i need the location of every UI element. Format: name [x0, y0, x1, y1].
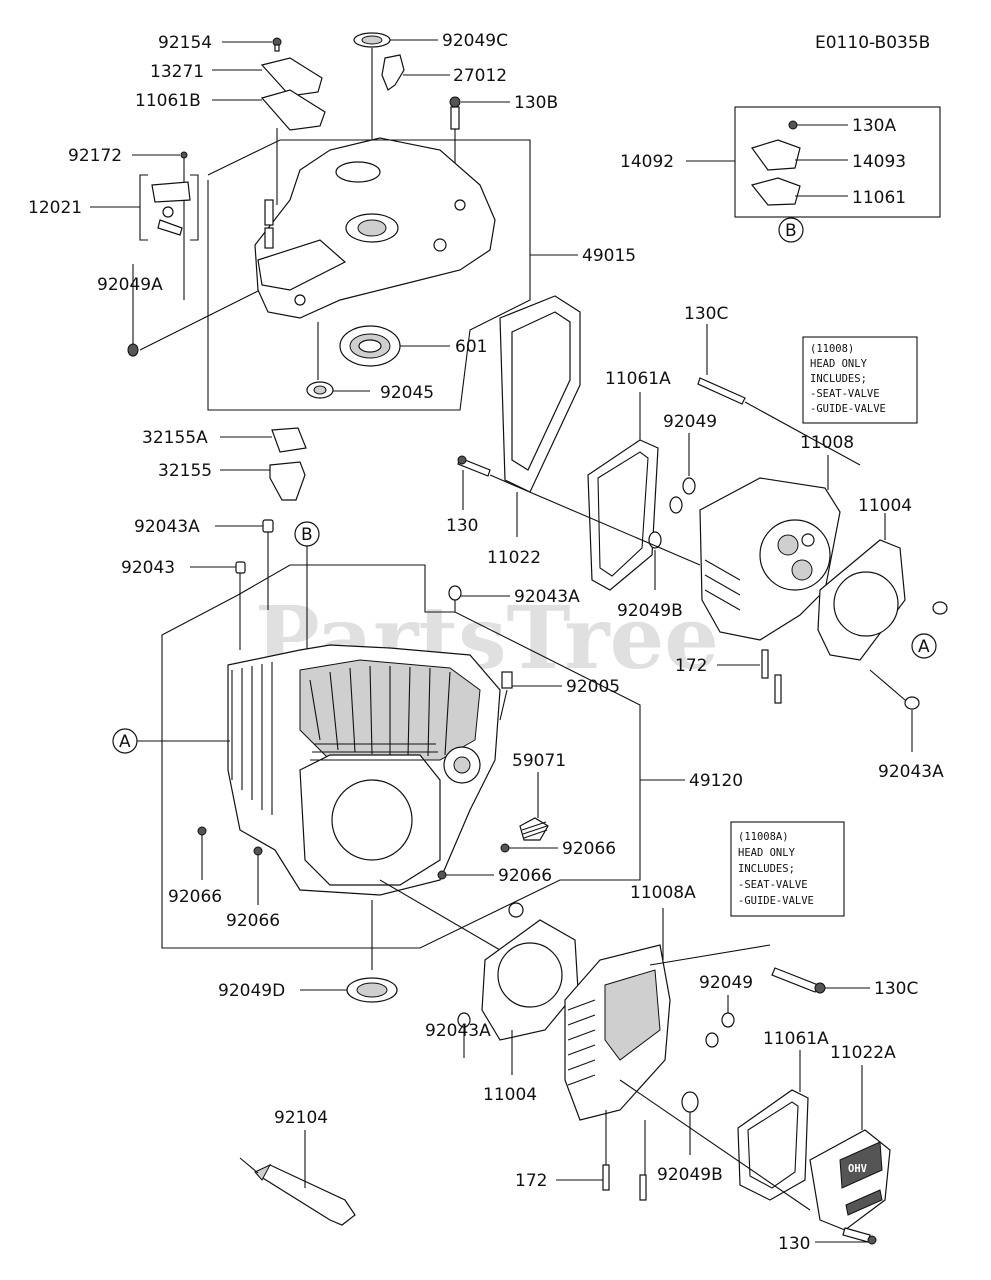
svg-text:HEAD ONLY: HEAD ONLY: [738, 847, 796, 859]
label-92104[interactable]: 92104: [274, 1108, 328, 1128]
label-130c-bot[interactable]: 130C: [874, 979, 918, 999]
label-130a[interactable]: 130A: [852, 116, 896, 136]
label-92154[interactable]: 92154: [158, 33, 212, 53]
label-12021[interactable]: 12021: [28, 198, 82, 218]
cover-14093[interactable]: [751, 139, 801, 171]
cylinder-head-11008a-group: OHV: [239, 902, 891, 1245]
gasket-11061[interactable]: [750, 177, 801, 206]
svg-text:INCLUDES;: INCLUDES;: [738, 863, 795, 875]
breather-inset: B: [686, 106, 941, 243]
label-92066-d[interactable]: 92066: [226, 911, 280, 931]
label-11061[interactable]: 11061: [852, 188, 906, 208]
label-92043a-4[interactable]: 92043A: [425, 1021, 491, 1041]
label-130[interactable]: 130: [446, 516, 478, 536]
label-92043a-3[interactable]: 92043A: [878, 762, 944, 782]
label-92005[interactable]: 92005: [566, 677, 620, 697]
label-92045[interactable]: 92045: [380, 383, 434, 403]
bracket-27012[interactable]: [381, 54, 405, 91]
label-11008[interactable]: 11008: [800, 433, 854, 453]
label-130c-top[interactable]: 130C: [684, 304, 728, 324]
label-130-bot[interactable]: 130: [778, 1234, 810, 1254]
svg-text:B: B: [785, 221, 797, 241]
callout-a-right[interactable]: [911, 633, 937, 659]
note-11008: (11008) HEAD ONLY INCLUDES; -SEAT-VALVE …: [802, 336, 918, 424]
label-11022a[interactable]: 11022A: [830, 1043, 896, 1063]
label-32155[interactable]: 32155: [158, 461, 212, 481]
label-14092[interactable]: 14092: [620, 152, 674, 172]
label-92066-c[interactable]: 92066: [168, 887, 222, 907]
label-92049-top[interactable]: 92049: [663, 412, 717, 432]
label-92049a[interactable]: 92049A: [97, 275, 163, 295]
svg-text:B: B: [301, 525, 313, 545]
label-49015[interactable]: 49015: [582, 246, 636, 266]
sealant-tube-92104[interactable]: [256, 1164, 356, 1226]
svg-text:-SEAT-VALVE: -SEAT-VALVE: [738, 879, 808, 891]
label-172-bot[interactable]: 172: [515, 1171, 547, 1191]
svg-text:-GUIDE-VALVE: -GUIDE-VALVE: [810, 403, 886, 415]
label-11004-top[interactable]: 11004: [858, 496, 912, 516]
svg-text:OHV: OHV: [848, 1163, 868, 1175]
label-130b[interactable]: 130B: [514, 93, 558, 113]
svg-text:A: A: [918, 637, 930, 657]
label-49120[interactable]: 49120: [689, 771, 743, 791]
svg-text:INCLUDES;: INCLUDES;: [810, 373, 867, 385]
svg-text:A: A: [119, 732, 131, 752]
label-11008a[interactable]: 11008A: [630, 883, 696, 903]
svg-text:(11008): (11008): [810, 343, 854, 355]
label-92172[interactable]: 92172: [68, 146, 122, 166]
label-92066-b[interactable]: 92066: [498, 866, 552, 886]
label-14093[interactable]: 14093: [852, 152, 906, 172]
callout-b-top[interactable]: [778, 217, 804, 243]
gasket-11061b[interactable]: [260, 89, 326, 131]
label-11061a-top[interactable]: 11061A: [605, 369, 671, 389]
svg-text:HEAD ONLY: HEAD ONLY: [810, 358, 868, 370]
small-parts-left: B: [190, 427, 320, 660]
crankcase-49120-group: A: [112, 564, 685, 1003]
label-13271[interactable]: 13271: [150, 62, 204, 82]
label-11004-bot[interactable]: 11004: [483, 1085, 537, 1105]
label-11022[interactable]: 11022: [487, 548, 541, 568]
label-59071[interactable]: 59071: [512, 751, 566, 771]
label-601[interactable]: 601: [455, 337, 487, 357]
label-92049-bot[interactable]: 92049: [699, 973, 753, 993]
note-11008a: (11008A) HEAD ONLY INCLUDES; -SEAT-VALVE…: [730, 821, 845, 917]
label-92049b-bot[interactable]: 92049B: [657, 1165, 723, 1185]
label-92043a-1[interactable]: 92043A: [134, 517, 200, 537]
label-92043a-2[interactable]: 92043A: [514, 587, 580, 607]
label-172-top[interactable]: 172: [675, 656, 707, 676]
label-92066-a[interactable]: 92066: [562, 839, 616, 859]
cylinder-head-11008-group: A: [457, 295, 948, 752]
diagram-code: E0110-B035B: [815, 33, 930, 53]
label-32155a[interactable]: 32155A: [142, 428, 208, 448]
label-92049d[interactable]: 92049D: [218, 981, 285, 1001]
svg-text:-GUIDE-VALVE: -GUIDE-VALVE: [738, 895, 814, 907]
label-11061a-bot[interactable]: 11061A: [763, 1029, 829, 1049]
svg-text:(11008A): (11008A): [738, 831, 789, 843]
label-92043[interactable]: 92043: [121, 558, 175, 578]
label-92049c[interactable]: 92049C: [442, 31, 508, 51]
crankcase-cover-group: [90, 32, 578, 411]
plate-13271[interactable]: [260, 57, 323, 97]
svg-text:-SEAT-VALVE: -SEAT-VALVE: [810, 388, 880, 400]
label-27012[interactable]: 27012: [453, 66, 507, 86]
label-11061b[interactable]: 11061B: [135, 91, 201, 111]
label-92049b-top[interactable]: 92049B: [617, 601, 683, 621]
